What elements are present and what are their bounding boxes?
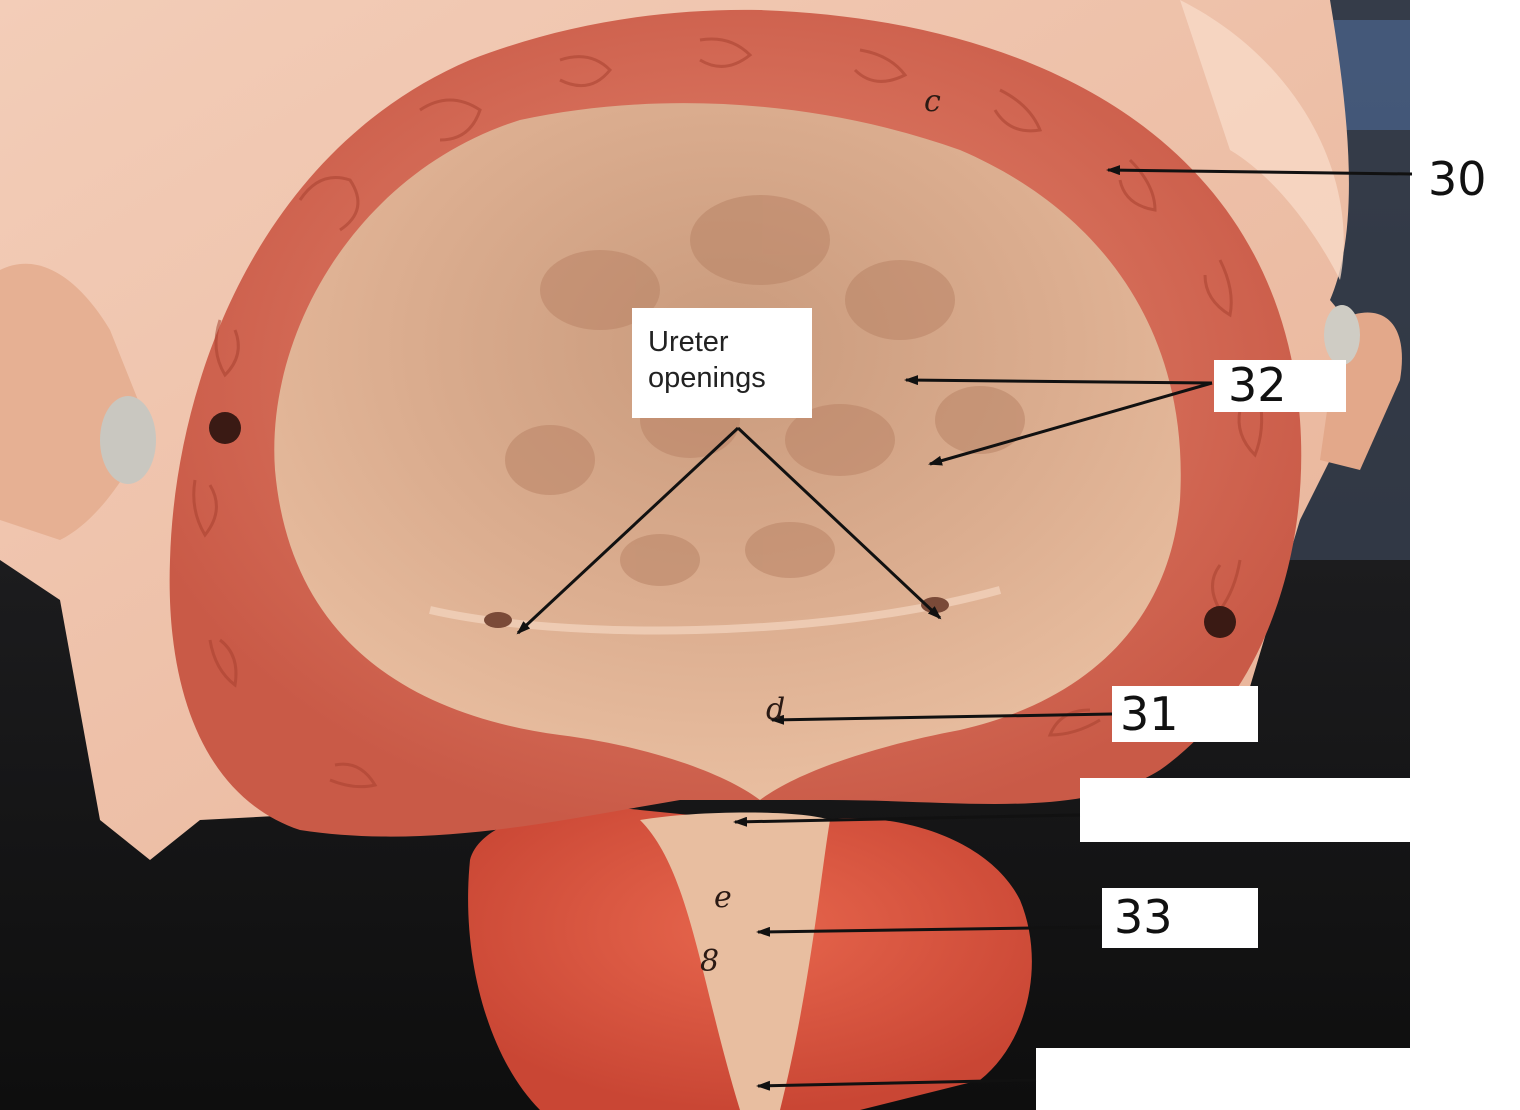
model-mark-e: e xyxy=(714,880,732,915)
ureter-openings-callout: Ureter openings xyxy=(632,308,812,418)
bladder-lumen xyxy=(274,103,1181,800)
blank-label-box-upper xyxy=(1080,778,1520,842)
label-33: 33 xyxy=(1114,890,1173,944)
label-31: 31 xyxy=(1120,687,1179,741)
arrow-ureter-right xyxy=(736,426,942,620)
arrow-blank-lower xyxy=(756,1078,1037,1091)
arrow-32a xyxy=(904,375,1213,386)
ureter-orifice-left xyxy=(484,612,512,628)
arrow-ureter-left xyxy=(516,426,740,635)
label-box-33: 33 xyxy=(1102,888,1258,948)
label-30: 30 xyxy=(1428,152,1487,206)
label-box-31: 31 xyxy=(1112,686,1258,742)
prostate xyxy=(468,807,1032,1110)
label-32: 32 xyxy=(1228,358,1287,412)
blank-label-box-lower xyxy=(1036,1048,1520,1110)
model-mark-c: c xyxy=(924,84,941,119)
annotation-arrows xyxy=(516,165,1413,1091)
callout-line-1: Ureter xyxy=(648,326,729,358)
arrow-33 xyxy=(756,925,1103,937)
arrow-31 xyxy=(770,712,1113,725)
callout-line-2: openings xyxy=(648,362,766,395)
label-box-30: 30 xyxy=(1412,150,1512,220)
arrow-30 xyxy=(1106,165,1413,176)
arrow-blank-upper xyxy=(733,813,1081,827)
model-mark-d: d xyxy=(766,692,786,727)
label-box-32: 32 xyxy=(1214,360,1346,412)
arrow-32b xyxy=(928,381,1213,466)
model-mark-8: 8 xyxy=(700,944,720,979)
